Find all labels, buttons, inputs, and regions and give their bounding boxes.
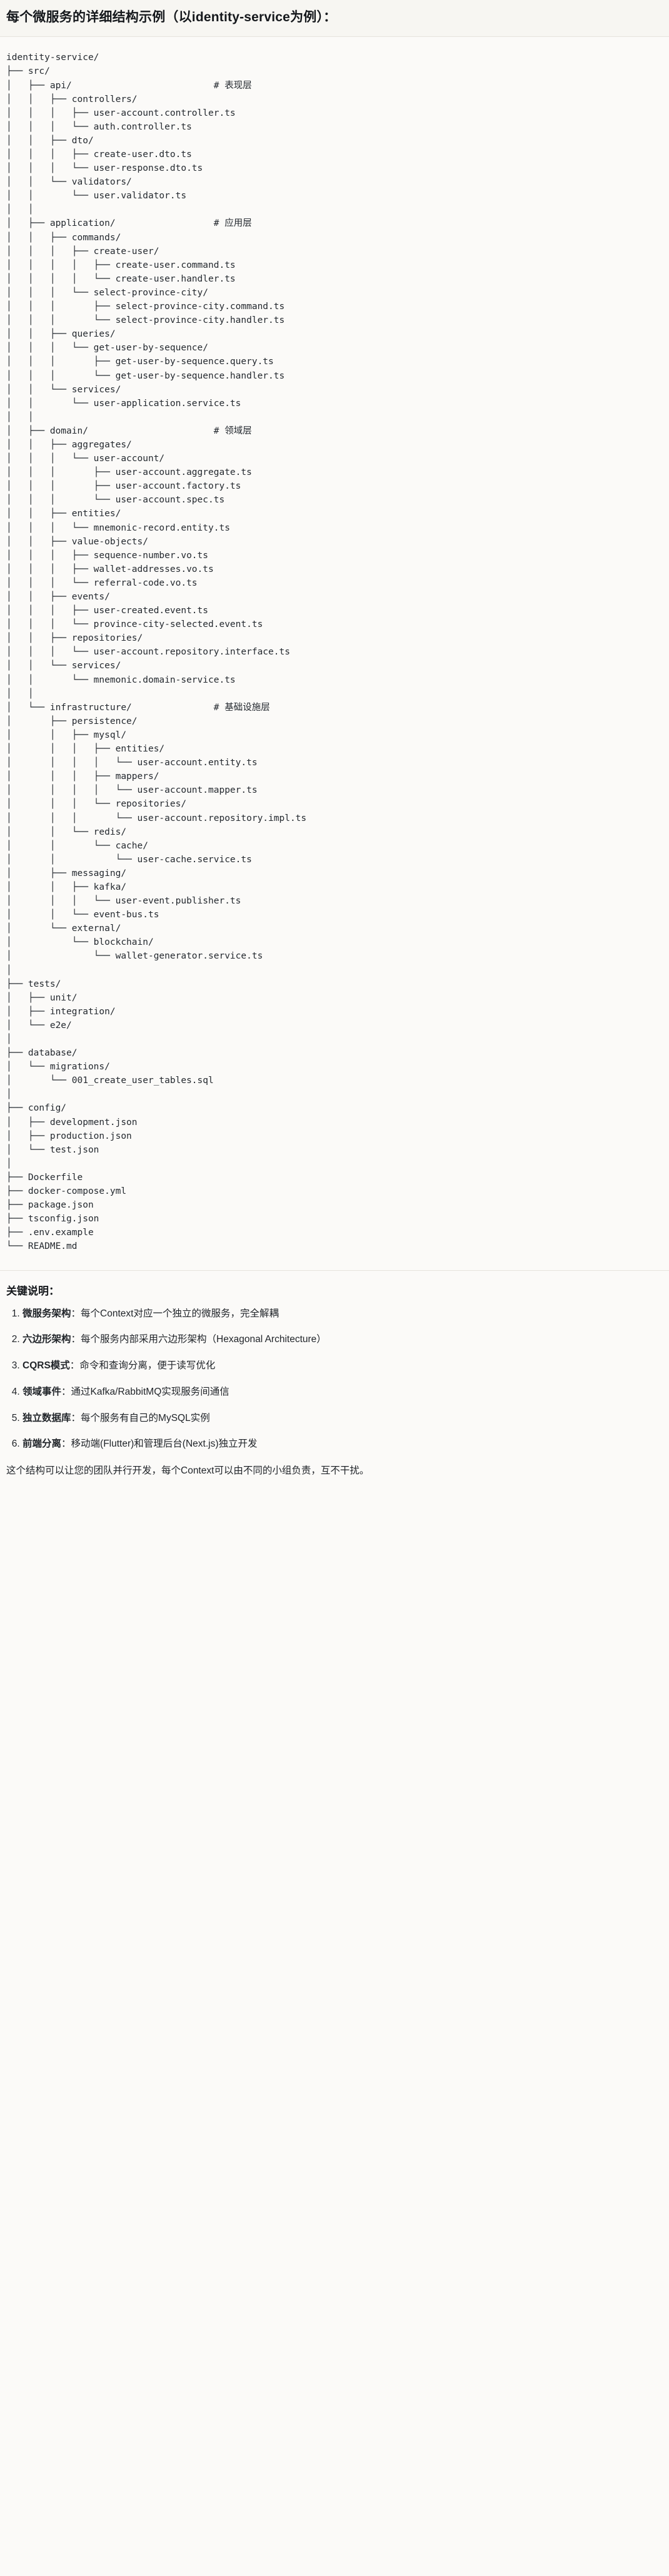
directory-tree-code-block[interactable]: identity-service/ ├── src/ │ ├── api/ # … (6, 53, 307, 1252)
key-point-separator: ： (71, 1412, 81, 1423)
list-item: 独立数据库：每个服务有自己的MySQL实例 (23, 1411, 663, 1427)
key-point-term: 六边形架构 (23, 1334, 71, 1345)
key-point-separator: ： (61, 1438, 71, 1450)
key-point-term: 前端分离 (23, 1438, 62, 1450)
key-points-list: 微服务架构：每个Context对应一个独立的微服务，完全解耦 六边形架构：每个服… (6, 1306, 663, 1453)
document-page: 每个微服务的详细结构示例（以identity-service为例）： ident… (0, 0, 669, 1492)
list-item: 六边形架构：每个服务内部采用六边形架构（Hexagonal Architectu… (23, 1332, 663, 1348)
key-point-term: 微服务架构 (23, 1308, 71, 1319)
list-item: 前端分离：移动端(Flutter)和管理后台(Next.js)独立开发 (23, 1437, 663, 1452)
code-block-region: identity-service/ ├── src/ │ ├── api/ # … (0, 37, 669, 1271)
closing-paragraph: 这个结构可以让您的团队并行开发，每个Context可以由不同的小组负责，互不干扰… (6, 1465, 370, 1477)
key-point-description: 通过Kafka/RabbitMQ实现服务间通信 (71, 1386, 229, 1397)
key-point-separator: ： (61, 1386, 71, 1397)
key-point-separator: ： (71, 1308, 81, 1319)
key-point-separator: ： (69, 1360, 80, 1372)
key-point-description: 命令和查询分离，便于读写优化 (79, 1360, 216, 1372)
key-point-description: 每个服务内部采用六边形架构（Hexagonal Architecture） (81, 1334, 326, 1345)
key-point-term: CQRS模式 (23, 1360, 70, 1372)
list-item: 领域事件：通过Kafka/RabbitMQ实现服务间通信 (23, 1385, 663, 1400)
key-point-description: 每个Context对应一个独立的微服务，完全解耦 (81, 1308, 279, 1319)
key-points-region: 关键说明： 微服务架构：每个Context对应一个独立的微服务，完全解耦 六边形… (0, 1270, 669, 1492)
key-points-title: 关键说明： (6, 1285, 59, 1297)
list-item: 微服务架构：每个Context对应一个独立的微服务，完全解耦 (23, 1306, 663, 1322)
document-header: 每个微服务的详细结构示例（以identity-service为例）： (0, 0, 669, 38)
page-title: 每个微服务的详细结构示例（以identity-service为例）： (6, 10, 337, 24)
key-point-description: 每个服务有自己的MySQL实例 (81, 1412, 210, 1423)
key-point-separator: ： (71, 1334, 81, 1345)
list-item: CQRS模式：命令和查询分离，便于读写优化 (23, 1358, 663, 1374)
key-point-term: 领域事件 (23, 1386, 62, 1397)
key-point-term: 独立数据库 (23, 1412, 71, 1423)
key-point-description: 移动端(Flutter)和管理后台(Next.js)独立开发 (71, 1438, 258, 1450)
